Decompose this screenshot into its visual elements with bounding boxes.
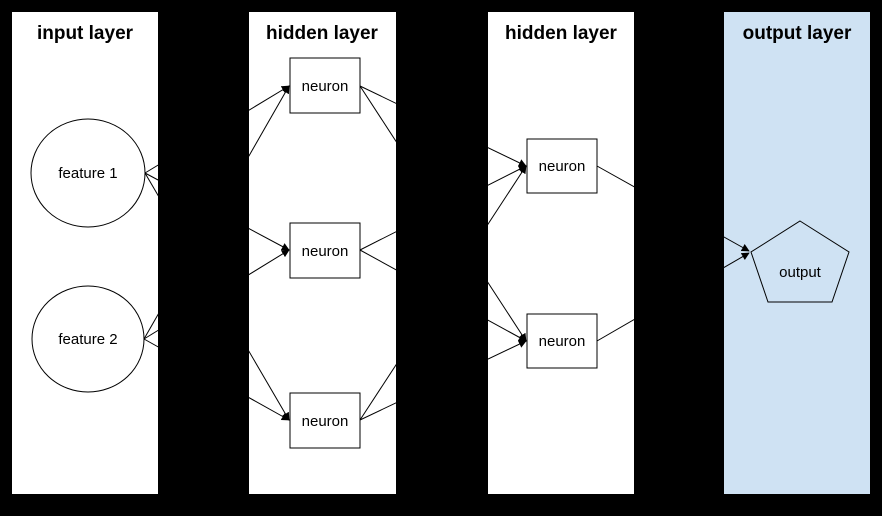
output-pentagon	[750, 220, 850, 303]
h1-neuron-1-label: neuron	[302, 78, 349, 95]
output-layer-title: output layer	[743, 23, 852, 44]
node-output: output	[750, 220, 850, 303]
h2-neuron-1-box	[526, 138, 598, 194]
edge-h1n1-h2n1	[359, 85, 527, 167]
node-feature-1: feature 1	[30, 118, 146, 228]
edge-feature1-h1n3	[144, 172, 290, 421]
layer-panel-hidden-2: hidden layer	[488, 12, 634, 494]
edge-h1n2-h2n2	[359, 249, 527, 342]
h2-neuron-2-box	[526, 313, 598, 369]
h2-neuron-2-label: neuron	[539, 333, 586, 350]
node-h2-neuron-1: neuron	[526, 138, 598, 194]
edge-feature1-h1n1	[144, 85, 290, 174]
edge-h1n3-h2n2	[359, 340, 527, 421]
h1-neuron-3-label: neuron	[302, 413, 349, 430]
h1-neuron-2-label: neuron	[302, 243, 349, 260]
node-h1-neuron-3: neuron	[289, 392, 361, 449]
edge-h2n2-output	[596, 252, 750, 342]
node-feature-2: feature 2	[31, 285, 145, 393]
input-layer-panel	[12, 12, 158, 494]
input-nodes: feature 1 feature 2	[30, 118, 146, 393]
feature-2-circle	[31, 285, 145, 393]
edge-h1n1-h2n2	[359, 85, 527, 342]
hidden-layer-2-title: hidden layer	[505, 23, 618, 44]
h2-neuron-1-label: neuron	[539, 158, 586, 175]
edges	[143, 85, 750, 421]
output-nodes: output	[750, 220, 850, 303]
node-h1-neuron-1: neuron	[289, 57, 361, 114]
hidden-layer-1-title: hidden layer	[266, 23, 379, 44]
hidden-1-nodes: neuron neuron neuron	[289, 57, 361, 449]
h1-neuron-2-box	[289, 222, 361, 279]
feature-1-circle	[30, 118, 146, 228]
edge-h1n2-h2n1	[359, 165, 527, 251]
layer-panel-input: input layer	[12, 12, 158, 494]
edge-feature2-h1n1	[143, 85, 290, 340]
h1-neuron-3-box	[289, 392, 361, 449]
feature-2-label: feature 2	[58, 331, 117, 348]
node-h2-neuron-2: neuron	[526, 313, 598, 369]
h1-neuron-1-box	[289, 57, 361, 114]
feature-1-label: feature 1	[58, 165, 117, 182]
hidden-2-nodes: neuron neuron	[526, 138, 598, 369]
output-label: output	[779, 264, 822, 281]
hidden-layer-2-panel	[488, 12, 634, 494]
edge-h1n3-h2n1	[359, 165, 527, 421]
node-h1-neuron-2: neuron	[289, 222, 361, 279]
input-layer-title: input layer	[37, 23, 134, 44]
edge-h2n1-output	[596, 165, 750, 252]
edge-feature2-h1n2	[143, 249, 290, 340]
edge-feature2-h1n3	[143, 338, 290, 421]
